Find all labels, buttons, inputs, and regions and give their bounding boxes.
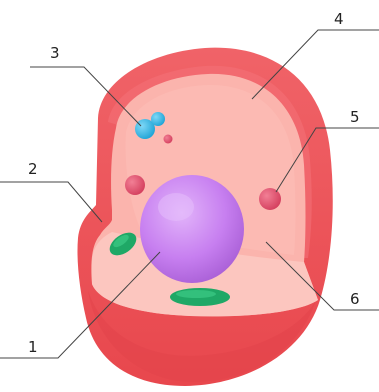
organelle-red-right	[259, 188, 281, 210]
nucleus	[140, 175, 244, 283]
callout-3: 3	[50, 44, 60, 62]
organelle-red-tiny	[164, 135, 173, 144]
organelle-green-bottom	[170, 288, 230, 306]
callout-1: 1	[28, 338, 38, 356]
callout-5: 5	[350, 108, 360, 126]
callout-4: 4	[334, 10, 344, 28]
callout-2: 2	[28, 160, 38, 178]
organelle-red-left	[125, 175, 145, 195]
callout-6: 6	[350, 290, 360, 308]
